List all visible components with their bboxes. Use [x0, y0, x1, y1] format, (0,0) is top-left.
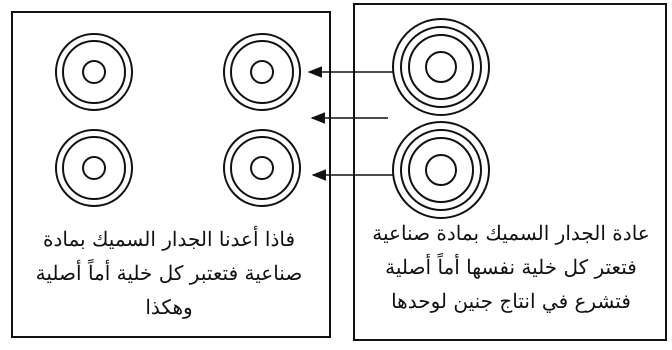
right-panel-frame — [353, 3, 667, 341]
left-panel-caption: فاذا أعدنا الجدار السميك بمادة صناعية فت… — [10, 222, 328, 324]
left-caption-line-1: فاذا أعدنا الجدار السميك بمادة — [42, 227, 296, 251]
left-caption-line-3: وهكذا — [145, 295, 193, 319]
right-caption-line-2: فتعتر كل خلية نفسها أماً أصلية — [385, 255, 637, 279]
cell-left-top-left — [55, 33, 133, 111]
cell-left-top-right — [223, 33, 301, 111]
right-caption-line-1: عادة الجدار السميك بمادة صناعية — [372, 221, 650, 245]
cell-right-bottom — [392, 121, 490, 219]
cell-left-bottom-right — [223, 129, 301, 207]
cell-left-bottom-left — [55, 129, 133, 207]
left-caption-line-2: صناعية فتعتبر كل خلية أماً أصلية — [35, 261, 303, 285]
right-caption-line-3: فتشرع في انتاج جنين لوحدها — [391, 289, 631, 313]
right-panel-caption: عادة الجدار السميك بمادة صناعية فتعتر كل… — [356, 216, 666, 318]
cell-right-top — [392, 18, 490, 116]
